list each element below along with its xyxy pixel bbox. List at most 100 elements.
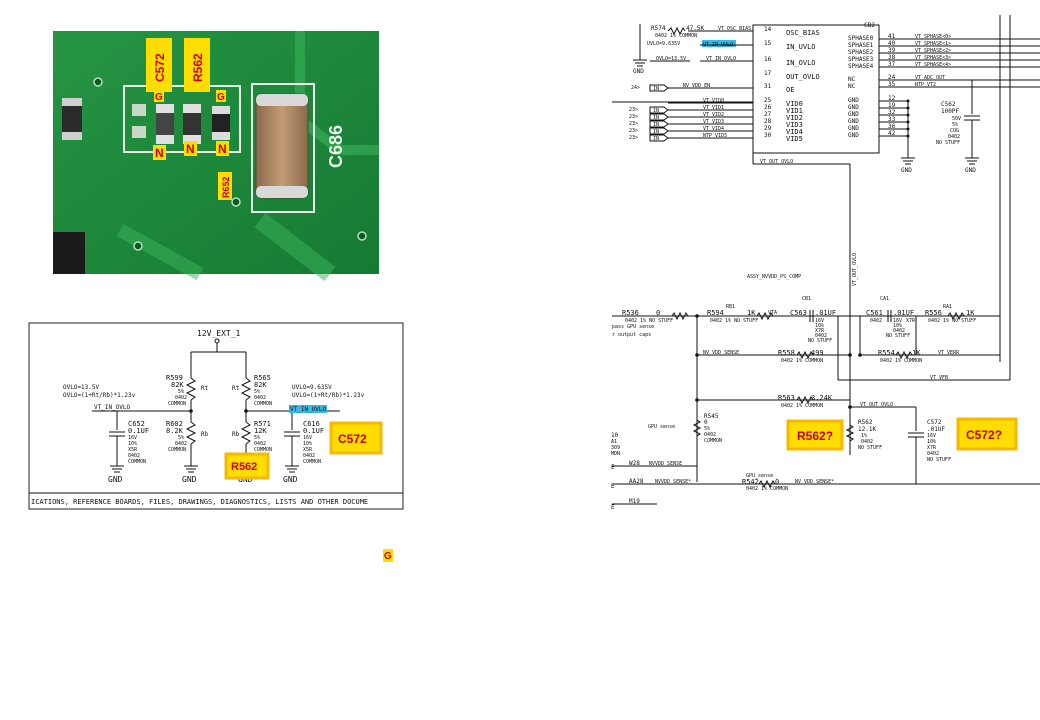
photo-label-n3: N [218, 142, 227, 156]
ic-pin-num-15: 15 [764, 40, 772, 47]
ic-rpin-net-41: VT_SPHASE<0> [915, 34, 951, 40]
c563-val: .01UF [815, 309, 836, 317]
rb1-label: RB1 [726, 304, 735, 310]
net-vt-vfb: VT_VFB [930, 375, 948, 381]
net-vt-in-uvlo: VT_IN_UVLO [290, 406, 327, 413]
gpu-sense-note-2: r output caps [612, 332, 651, 338]
ovlo-note-2: OVLO=(1+Rt/Rb)*1.23v [63, 392, 136, 399]
rt-label-1: Rt [201, 385, 209, 392]
rail-12v-ext-label: 12V_EXT_1 [197, 329, 241, 338]
c652-bom: COMMON [128, 459, 146, 465]
ic-rpin-num-42: 42 [888, 130, 896, 137]
gpu-sense-note-1: pass GPU sense [612, 324, 654, 330]
r554-pkg: 0402 1% COMMON [880, 358, 922, 364]
r542-ref: R542 [742, 478, 759, 486]
r562-val: 12.1K [858, 426, 876, 433]
pcb-photo: C572 R562 G G N N N R652 C686 [53, 31, 379, 282]
in-tag-4: IN [653, 129, 659, 135]
ic-pin-num-14: 14 [764, 26, 772, 33]
r536-pkg: 0402 1% NO STUFF [625, 318, 673, 324]
c616-tol: 10% [303, 441, 312, 447]
cb1-label: CB1 [802, 296, 811, 302]
edge-e-3: E [611, 504, 615, 511]
r542-val: 0 [775, 478, 779, 486]
r556-pkg: 0402 1% NO STUFF [928, 318, 976, 324]
r599-pkg: 0402 [175, 395, 187, 401]
ic-pin-name-vid4: VID4 [786, 128, 803, 136]
ic-pin-name-vid1: VID1 [786, 107, 803, 115]
in-tag-2: IN [653, 115, 659, 121]
c572-bom: NO STUFF [927, 457, 951, 463]
c572-val: .01UF [927, 426, 945, 433]
net-nv-vdd-sense-n: NV_VDD_SENSE* [795, 479, 834, 485]
ic-pin-num-26: 26 [764, 104, 772, 111]
r563-ref: R563 [778, 394, 795, 402]
ref-23-2: 23> [629, 114, 638, 120]
r574-ref: R574 [651, 25, 666, 32]
ic-rpin-name-39: SPHASE2 [848, 49, 874, 56]
rt-label-2: Rt [232, 385, 240, 392]
r565-val: 82K [254, 381, 267, 389]
ic-pin-name-vid0: VID0 [786, 100, 803, 108]
c563-spec-0: 16V [815, 318, 824, 324]
photo-label-r652: R652 [221, 176, 231, 198]
r536-ref: R536 [622, 309, 639, 317]
tag-c572-question: C572? [966, 428, 1002, 442]
ic-rpin-net-39: VT_SPHASE<2> [915, 48, 951, 54]
in-tag-0: IN [653, 86, 659, 92]
ic-pin-num-28: 28 [764, 118, 772, 125]
photo-label-n2: N [186, 142, 195, 156]
c562-bom: NO STUFF [936, 140, 960, 146]
c572-ref: C572 [927, 419, 942, 426]
c652-pkg: 0402 [128, 453, 140, 459]
ic-pin-name-in_ovlo: IN_OVLO [786, 59, 816, 67]
net-vt-out-ovlo-row3: VT_OUT_OVLO [860, 402, 893, 408]
ic-pin-num-31: 31 [764, 83, 772, 90]
ic-rpin-name-12: GND [848, 97, 859, 104]
r556-ref: R556 [925, 309, 942, 317]
net-vt-out-ovlo-vert: VT_OUT_OVLO [852, 253, 858, 286]
ic-rpin-num-33: 33 [888, 116, 896, 123]
m19-pin: M19 [629, 498, 640, 505]
r558-ref: R558 [778, 349, 795, 357]
r565-tol: 5% [254, 389, 260, 395]
gnd-label-1: GND [108, 475, 123, 484]
net-vt-vid4: VT_VID4 [703, 126, 724, 132]
c652-ref: C652 [128, 420, 145, 428]
gnd-label-2: GND [182, 475, 197, 484]
r571-tol: 5% [254, 435, 260, 441]
uvlo-note-2: UVLO=(1+Rt/Rb)*1.23v [292, 392, 365, 399]
rb-label-2: Rb [232, 431, 240, 438]
r562-bom: NO STUFF [858, 445, 882, 451]
photo-label-g2: G [217, 92, 225, 103]
ic-rpin-num-24: 24 [888, 74, 896, 81]
ic-rpin-num-40: 40 [888, 40, 896, 47]
r571-ref: R571 [254, 420, 271, 428]
r565-ref: R565 [254, 374, 271, 382]
net-vt-vid2: VT_VID2 [703, 112, 724, 118]
r599-tol: 5% [178, 389, 184, 395]
in-tag-3: IN [653, 122, 659, 128]
ic-rpin-num-37: 37 [888, 61, 896, 68]
r558-val: 499 [811, 349, 824, 357]
ref-23-3: 23> [629, 121, 638, 127]
net-nv-vdd-en: NV_VDD_EN [683, 83, 710, 89]
ic-rpin-name-38: SPHASE3 [848, 56, 874, 63]
ic-rpin-name-37: SPHASE4 [848, 63, 874, 70]
c652-diel: X5R [128, 447, 138, 453]
edge-e-2: E [611, 483, 615, 490]
ic-rpin-name-41: SPHASE0 [848, 35, 874, 42]
c563-ref: C563 [790, 309, 807, 317]
assy-label: ASSY_NVVDD_PS_COMP [747, 274, 801, 280]
ic-rpin-name-19: GND [848, 104, 859, 111]
r558-pkg: 0402 1% COMMON [781, 358, 823, 364]
ic-rpin-num-39: 39 [888, 47, 896, 54]
schematic-left: 12V_EXT_1 GND [28, 322, 404, 510]
tag-r562-question: R562? [797, 429, 833, 443]
gnd-ic: GND [901, 167, 912, 174]
ic-rpin-name-36: GND [848, 125, 859, 132]
r602-pkg: 0402 [175, 441, 187, 447]
c562-val: 100PF [941, 108, 959, 115]
uvlo-note-1: UVLO=9.635V [292, 384, 332, 391]
r602-tol: 5% [178, 435, 184, 441]
